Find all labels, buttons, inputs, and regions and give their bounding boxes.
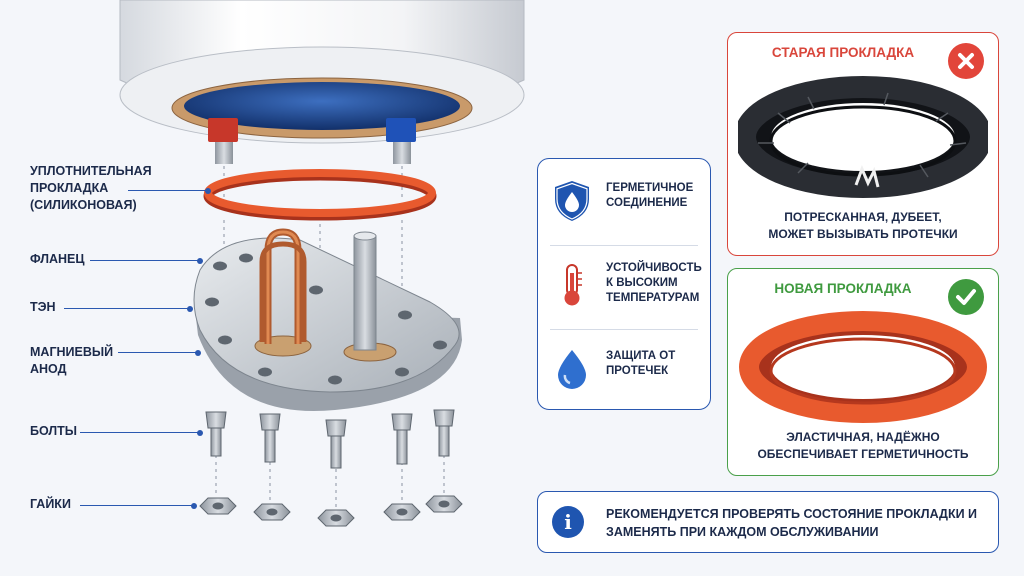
feature-item: Герметичное соединение (538, 163, 710, 241)
leader-line (80, 429, 203, 436)
bolts (205, 409, 455, 469)
new-gasket-card: НОВАЯ ПРОКЛАДКА ЭЛАСТИЧНАЯ, НАДЁЖНО ОБЕС… (727, 268, 999, 476)
magnesium-anode (343, 231, 397, 362)
nut (253, 503, 291, 521)
divider (550, 245, 698, 246)
bolt (259, 413, 281, 463)
cross-icon (948, 43, 984, 79)
divider (550, 329, 698, 330)
nut (317, 509, 355, 527)
label-nuts: ГАЙКИ (30, 497, 71, 511)
note-text: Рекомендуется проверять состояние прокла… (606, 507, 978, 539)
silicone-gasket (203, 169, 437, 221)
label-gasket: УПЛОТНИТЕЛЬНАЯ ПРОКЛАДКА (СИЛИКОНОВАЯ) (30, 164, 152, 212)
feature-text: Герметичное соединение (606, 182, 694, 209)
flange (193, 237, 462, 412)
nut (383, 503, 421, 521)
water-drop-icon (558, 350, 586, 389)
feature-text: Устойчивость к высоким температурам (606, 262, 702, 304)
check-icon (948, 279, 984, 315)
leader-line (90, 257, 203, 264)
old-gasket-card: СТАРАЯ ПРОКЛАДКА ПОТРЕСКАННАЯ, ДУБЕЕТ, М… (727, 32, 999, 256)
new-gasket-title: НОВАЯ ПРОКЛАДКА (774, 281, 912, 296)
label-bolts: БОЛТЫ (30, 424, 78, 438)
shield-drop-icon (555, 181, 589, 221)
info-icon: i (552, 506, 584, 538)
bolt (325, 419, 347, 469)
feature-item: Устойчивость к высоким температурам (538, 247, 710, 325)
feature-text: Защита от протечек (606, 350, 676, 377)
leader-line (118, 349, 201, 356)
thermometer-icon (564, 264, 582, 306)
nuts (199, 495, 463, 527)
old-gasket-image (738, 76, 988, 198)
bolt (205, 411, 227, 457)
new-gasket-desc: ЭЛАСТИЧНАЯ, НАДЁЖНО ОБЕСПЕЧИВАЕТ ГЕРМЕТИ… (757, 430, 969, 461)
leader-line (64, 305, 193, 312)
feature-item: Защита от протечек (538, 331, 710, 409)
label-flange: ФЛАНЕЦ (30, 252, 85, 266)
features-card: Герметичное соединение Устойчивость к вы… (537, 158, 711, 410)
leader-line (128, 187, 211, 194)
exploded-diagram (119, 0, 525, 527)
hot-water-pipe (208, 118, 238, 164)
recommendation-note: i Рекомендуется проверять состояние прок… (537, 491, 999, 553)
cold-water-pipe (386, 118, 416, 164)
nut (425, 495, 463, 513)
nut (199, 497, 237, 515)
label-heater: ТЭН (30, 300, 56, 314)
heating-element (254, 228, 312, 357)
label-anode: МАГНИЕВЫЙ АНОД (30, 345, 114, 376)
new-gasket-image (739, 311, 987, 423)
water-heater-tank (119, 0, 525, 144)
bolt (433, 409, 455, 457)
old-gasket-desc: ПОТРЕСКАННАЯ, ДУБЕЕТ, МОЖЕТ ВЫЗЫВАТЬ ПРО… (768, 210, 958, 241)
bolt (391, 413, 413, 465)
leader-line (80, 502, 197, 509)
old-gasket-title: СТАРАЯ ПРОКЛАДКА (771, 45, 915, 60)
